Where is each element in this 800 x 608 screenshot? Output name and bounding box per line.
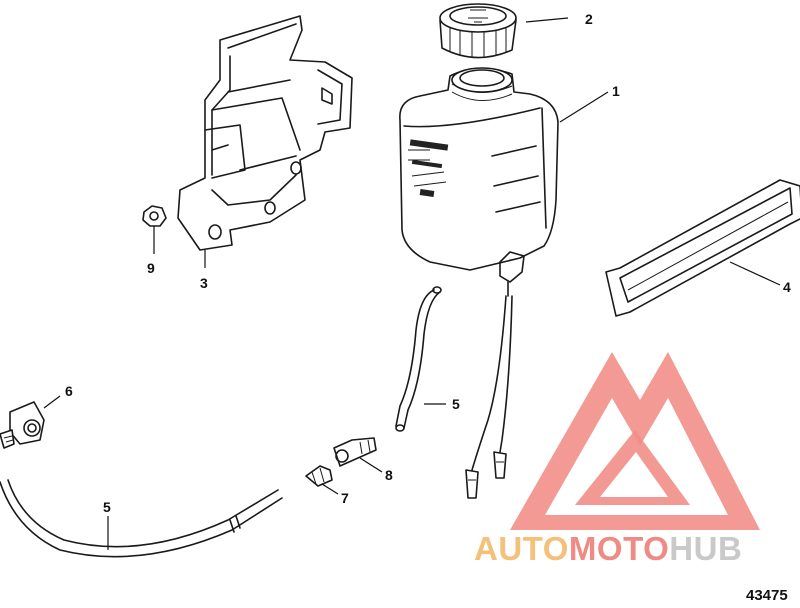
callout-5-lower: 5 [103, 499, 111, 515]
callout-3: 3 [200, 275, 208, 291]
callout-7: 7 [341, 490, 349, 506]
figure-number: 43475 [746, 587, 788, 604]
cap-part [439, 3, 517, 59]
callout-1: 1 [612, 83, 620, 99]
connector-part [333, 437, 377, 467]
callout-4: 4 [783, 279, 791, 295]
hose-lower-part [0, 479, 283, 558]
watermark-moto: MOTO [569, 530, 669, 567]
callout-5-upper: 5 [452, 396, 460, 412]
barb-fitting-part [305, 465, 333, 487]
callout-6: 6 [65, 383, 73, 399]
watermark-logo [510, 352, 760, 530]
watermark-auto: AUTO [474, 530, 569, 567]
strap-part [605, 179, 800, 317]
nut-part [142, 205, 167, 227]
callout-2: 2 [585, 11, 593, 27]
watermark-text: AUTOMOTOHUB [474, 530, 742, 567]
elbow-fitting-part [0, 401, 45, 449]
leader-lines [43, 17, 781, 550]
sensor-wires [465, 295, 513, 499]
hose-upper-part [395, 286, 442, 432]
bracket-part [177, 15, 353, 251]
callout-8: 8 [385, 467, 393, 483]
reservoir-part [399, 67, 559, 297]
callout-9: 9 [147, 260, 155, 276]
watermark-hub: HUB [669, 530, 742, 567]
